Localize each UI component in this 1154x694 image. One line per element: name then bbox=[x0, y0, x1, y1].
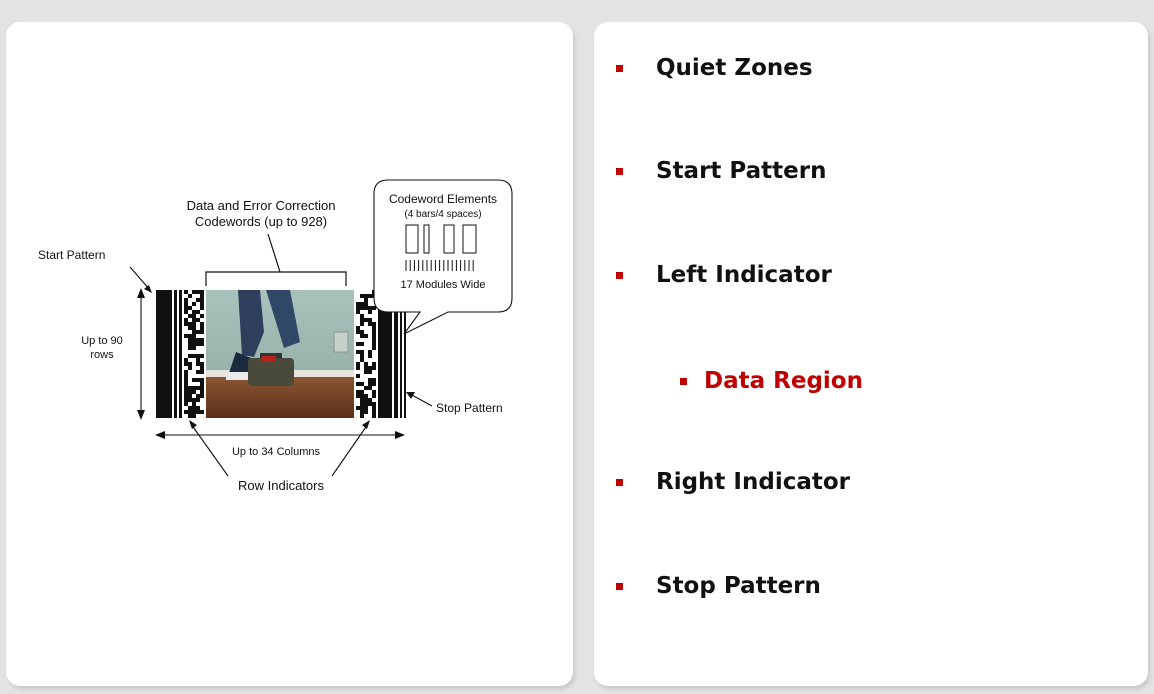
stop-pattern-arrowhead bbox=[406, 392, 415, 399]
codeword-element bbox=[423, 224, 430, 254]
bullet-label: Left Indicator bbox=[656, 262, 832, 288]
bullet-marker-icon bbox=[616, 479, 623, 486]
codeword-element bbox=[462, 224, 477, 254]
bullet-marker-icon bbox=[616, 272, 623, 279]
data-region-photo bbox=[206, 290, 354, 418]
bullet-start-pattern: Start Pattern bbox=[616, 157, 1116, 185]
stop-bar bbox=[394, 290, 398, 418]
bullet-marker-icon bbox=[680, 378, 687, 385]
stop-pattern-arrow bbox=[409, 393, 433, 407]
bullet-label: Data Region bbox=[704, 368, 863, 394]
callout-title: Codeword Elements bbox=[389, 192, 497, 206]
right-row-indicator bbox=[356, 290, 376, 418]
codeword-element bbox=[443, 224, 455, 254]
start-bar bbox=[179, 290, 182, 418]
data-region-pointer bbox=[267, 233, 281, 273]
start-pattern-label: Start Pattern bbox=[38, 248, 105, 262]
pdf417-structure-diagram: Data and Error Correction Codewords (up … bbox=[38, 179, 513, 493]
rows-label-line1: Up to 90 bbox=[81, 335, 123, 347]
bullet-left-indicator: Left Indicator bbox=[616, 261, 1116, 289]
rows-arrowhead-bottom bbox=[137, 410, 145, 420]
start-pattern-arrowhead bbox=[144, 285, 152, 293]
bullet-marker-icon bbox=[616, 168, 623, 175]
bullet-label: Start Pattern bbox=[656, 158, 827, 184]
bullet-panel: Quiet Zones Start Pattern Left Indicator… bbox=[594, 22, 1148, 686]
row-indicator-pointer-right bbox=[331, 423, 369, 477]
callout-subtitle: (4 bars/4 spaces) bbox=[404, 209, 481, 220]
callout-bubble bbox=[373, 179, 513, 335]
bullet-data-region: Data Region bbox=[680, 367, 1120, 395]
codeword-element bbox=[405, 224, 419, 254]
data-region-bracket bbox=[205, 271, 347, 286]
bullet-label: Stop Pattern bbox=[656, 573, 821, 599]
rows-label-line2: rows bbox=[90, 349, 114, 361]
row-indicator-arrowhead-left bbox=[189, 420, 197, 429]
start-pattern-arrow bbox=[129, 266, 151, 291]
callout-caption: 17 Modules Wide bbox=[401, 279, 486, 291]
module-ticks bbox=[405, 260, 474, 271]
suitcase bbox=[248, 358, 294, 386]
bullet-right-indicator: Right Indicator bbox=[616, 468, 1116, 496]
bullet-marker-icon bbox=[616, 583, 623, 590]
row-indicator-pointer-left bbox=[190, 423, 229, 477]
stop-bar bbox=[378, 290, 392, 418]
row-indicator-arrowhead-right bbox=[362, 420, 370, 429]
columns-label: Up to 34 Columns bbox=[232, 446, 321, 458]
rows-arrowhead-top bbox=[137, 288, 145, 298]
columns-arrowhead-left bbox=[155, 431, 165, 439]
pdf417-barcode bbox=[156, 290, 406, 418]
stop-bar bbox=[400, 290, 402, 418]
bullet-marker-icon bbox=[616, 65, 623, 72]
stop-pattern-label: Stop Pattern bbox=[436, 401, 503, 415]
bullet-label: Quiet Zones bbox=[656, 55, 813, 81]
codeword-callout: Codeword Elements (4 bars/4 spaces) 17 M… bbox=[373, 179, 513, 335]
data-codewords-label-line1: Data and Error Correction bbox=[187, 198, 336, 213]
start-bar bbox=[156, 290, 172, 418]
stop-bar bbox=[404, 290, 406, 418]
bullet-label: Right Indicator bbox=[656, 469, 851, 495]
columns-arrowhead-right bbox=[395, 431, 405, 439]
bullet-stop-pattern: Stop Pattern bbox=[616, 572, 1116, 600]
data-codewords-label-line2: Codewords (up to 928) bbox=[195, 214, 327, 229]
bullet-quiet-zones: Quiet Zones bbox=[616, 54, 1116, 82]
left-row-indicator bbox=[184, 290, 204, 418]
row-indicators-label: Row Indicators bbox=[238, 478, 324, 493]
diagram-panel: Data and Error Correction Codewords (up … bbox=[6, 22, 573, 686]
start-bar bbox=[174, 290, 177, 418]
